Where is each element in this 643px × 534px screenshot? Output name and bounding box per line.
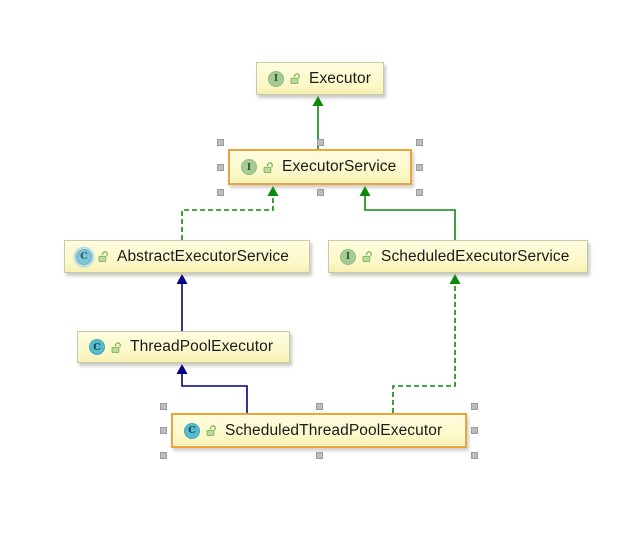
selection-handle-top-right-scheduled-thread-pool-executor[interactable] <box>471 403 478 410</box>
open-lock-icon <box>263 161 273 173</box>
selection-handle-bottom-right-executor-service[interactable] <box>416 189 423 196</box>
open-lock-icon <box>206 425 216 436</box>
edge-line <box>181 374 248 413</box>
node-scheduled-executor-service[interactable]: I ScheduledExecutorService <box>328 240 588 273</box>
node-label-executor: Executor <box>309 69 371 87</box>
selection-handle-top-center-scheduled-thread-pool-executor[interactable] <box>315 403 323 410</box>
inheritance-arrowhead-icon <box>176 364 188 374</box>
selection-handle-bottom-left-executor-service[interactable] <box>217 189 224 196</box>
edge-line <box>392 284 456 413</box>
interface-icon: I <box>340 248 356 265</box>
inheritance-arrowhead-icon <box>176 274 188 284</box>
selection-handle-top-left-scheduled-thread-pool-executor[interactable] <box>160 403 167 410</box>
open-lock-icon <box>98 251 108 262</box>
open-lock-icon <box>362 251 372 262</box>
inheritance-arrowhead-icon <box>449 274 461 284</box>
open-lock-icon <box>111 341 121 353</box>
node-label-scheduled-thread-pool-executor: ScheduledThreadPoolExecutor <box>225 421 443 439</box>
selection-handle-mid-left-executor-service[interactable] <box>217 163 224 171</box>
edge-scheduled-thread-pool-executor-to-scheduled-executor-service-implements[interactable] <box>392 274 461 413</box>
selection-handle-top-center-executor-service[interactable] <box>316 139 324 146</box>
edge-scheduled-executor-service-to-executor-service-extends-interface[interactable] <box>359 186 456 240</box>
node-abstract-executor-service[interactable]: C AbstractExecutorService <box>64 240 310 273</box>
interface-icon: I <box>241 159 257 175</box>
inheritance-arrowhead-icon <box>267 186 279 196</box>
node-label-executor-service: ExecutorService <box>282 158 397 175</box>
edge-thread-pool-executor-to-abstract-executor-service-extends-class[interactable] <box>176 274 188 331</box>
class-icon: C <box>184 422 200 439</box>
selection-handle-top-left-executor-service[interactable] <box>217 139 224 146</box>
edge-line <box>181 196 274 240</box>
node-thread-pool-executor[interactable]: C ThreadPoolExecutor <box>77 331 290 363</box>
open-lock-icon <box>290 73 300 84</box>
selection-handle-top-right-executor-service[interactable] <box>416 139 423 146</box>
selection-handle-bottom-right-scheduled-thread-pool-executor[interactable] <box>471 452 478 459</box>
inheritance-arrowhead-icon <box>312 96 324 106</box>
selection-handle-mid-left-scheduled-thread-pool-executor[interactable] <box>160 427 167 434</box>
selection-handle-bottom-center-scheduled-thread-pool-executor[interactable] <box>315 452 323 459</box>
node-label-thread-pool-executor: ThreadPoolExecutor <box>130 338 274 355</box>
class-icon: C <box>89 339 105 355</box>
edge-line <box>364 196 456 240</box>
selection-handle-mid-right-scheduled-thread-pool-executor[interactable] <box>471 427 478 434</box>
node-label-scheduled-executor-service: ScheduledExecutorService <box>381 247 570 265</box>
inheritance-arrowhead-icon <box>359 186 371 196</box>
abstract-class-icon: C <box>76 248 92 265</box>
selection-handle-mid-right-executor-service[interactable] <box>416 163 423 171</box>
interface-icon: I <box>268 70 284 87</box>
node-executor[interactable]: I Executor <box>256 62 384 95</box>
node-label-abstract-executor-service: AbstractExecutorService <box>117 247 290 265</box>
edge-abstract-executor-service-to-executor-service-implements[interactable] <box>181 186 279 240</box>
node-executor-service[interactable]: I ExecutorService <box>228 149 412 185</box>
node-scheduled-thread-pool-executor[interactable]: C ScheduledThreadPoolExecutor <box>171 413 467 448</box>
edge-scheduled-thread-pool-executor-to-thread-pool-executor-extends-class[interactable] <box>176 364 248 413</box>
selection-handle-bottom-center-executor-service[interactable] <box>316 189 324 196</box>
selection-handle-bottom-left-scheduled-thread-pool-executor[interactable] <box>160 452 167 459</box>
